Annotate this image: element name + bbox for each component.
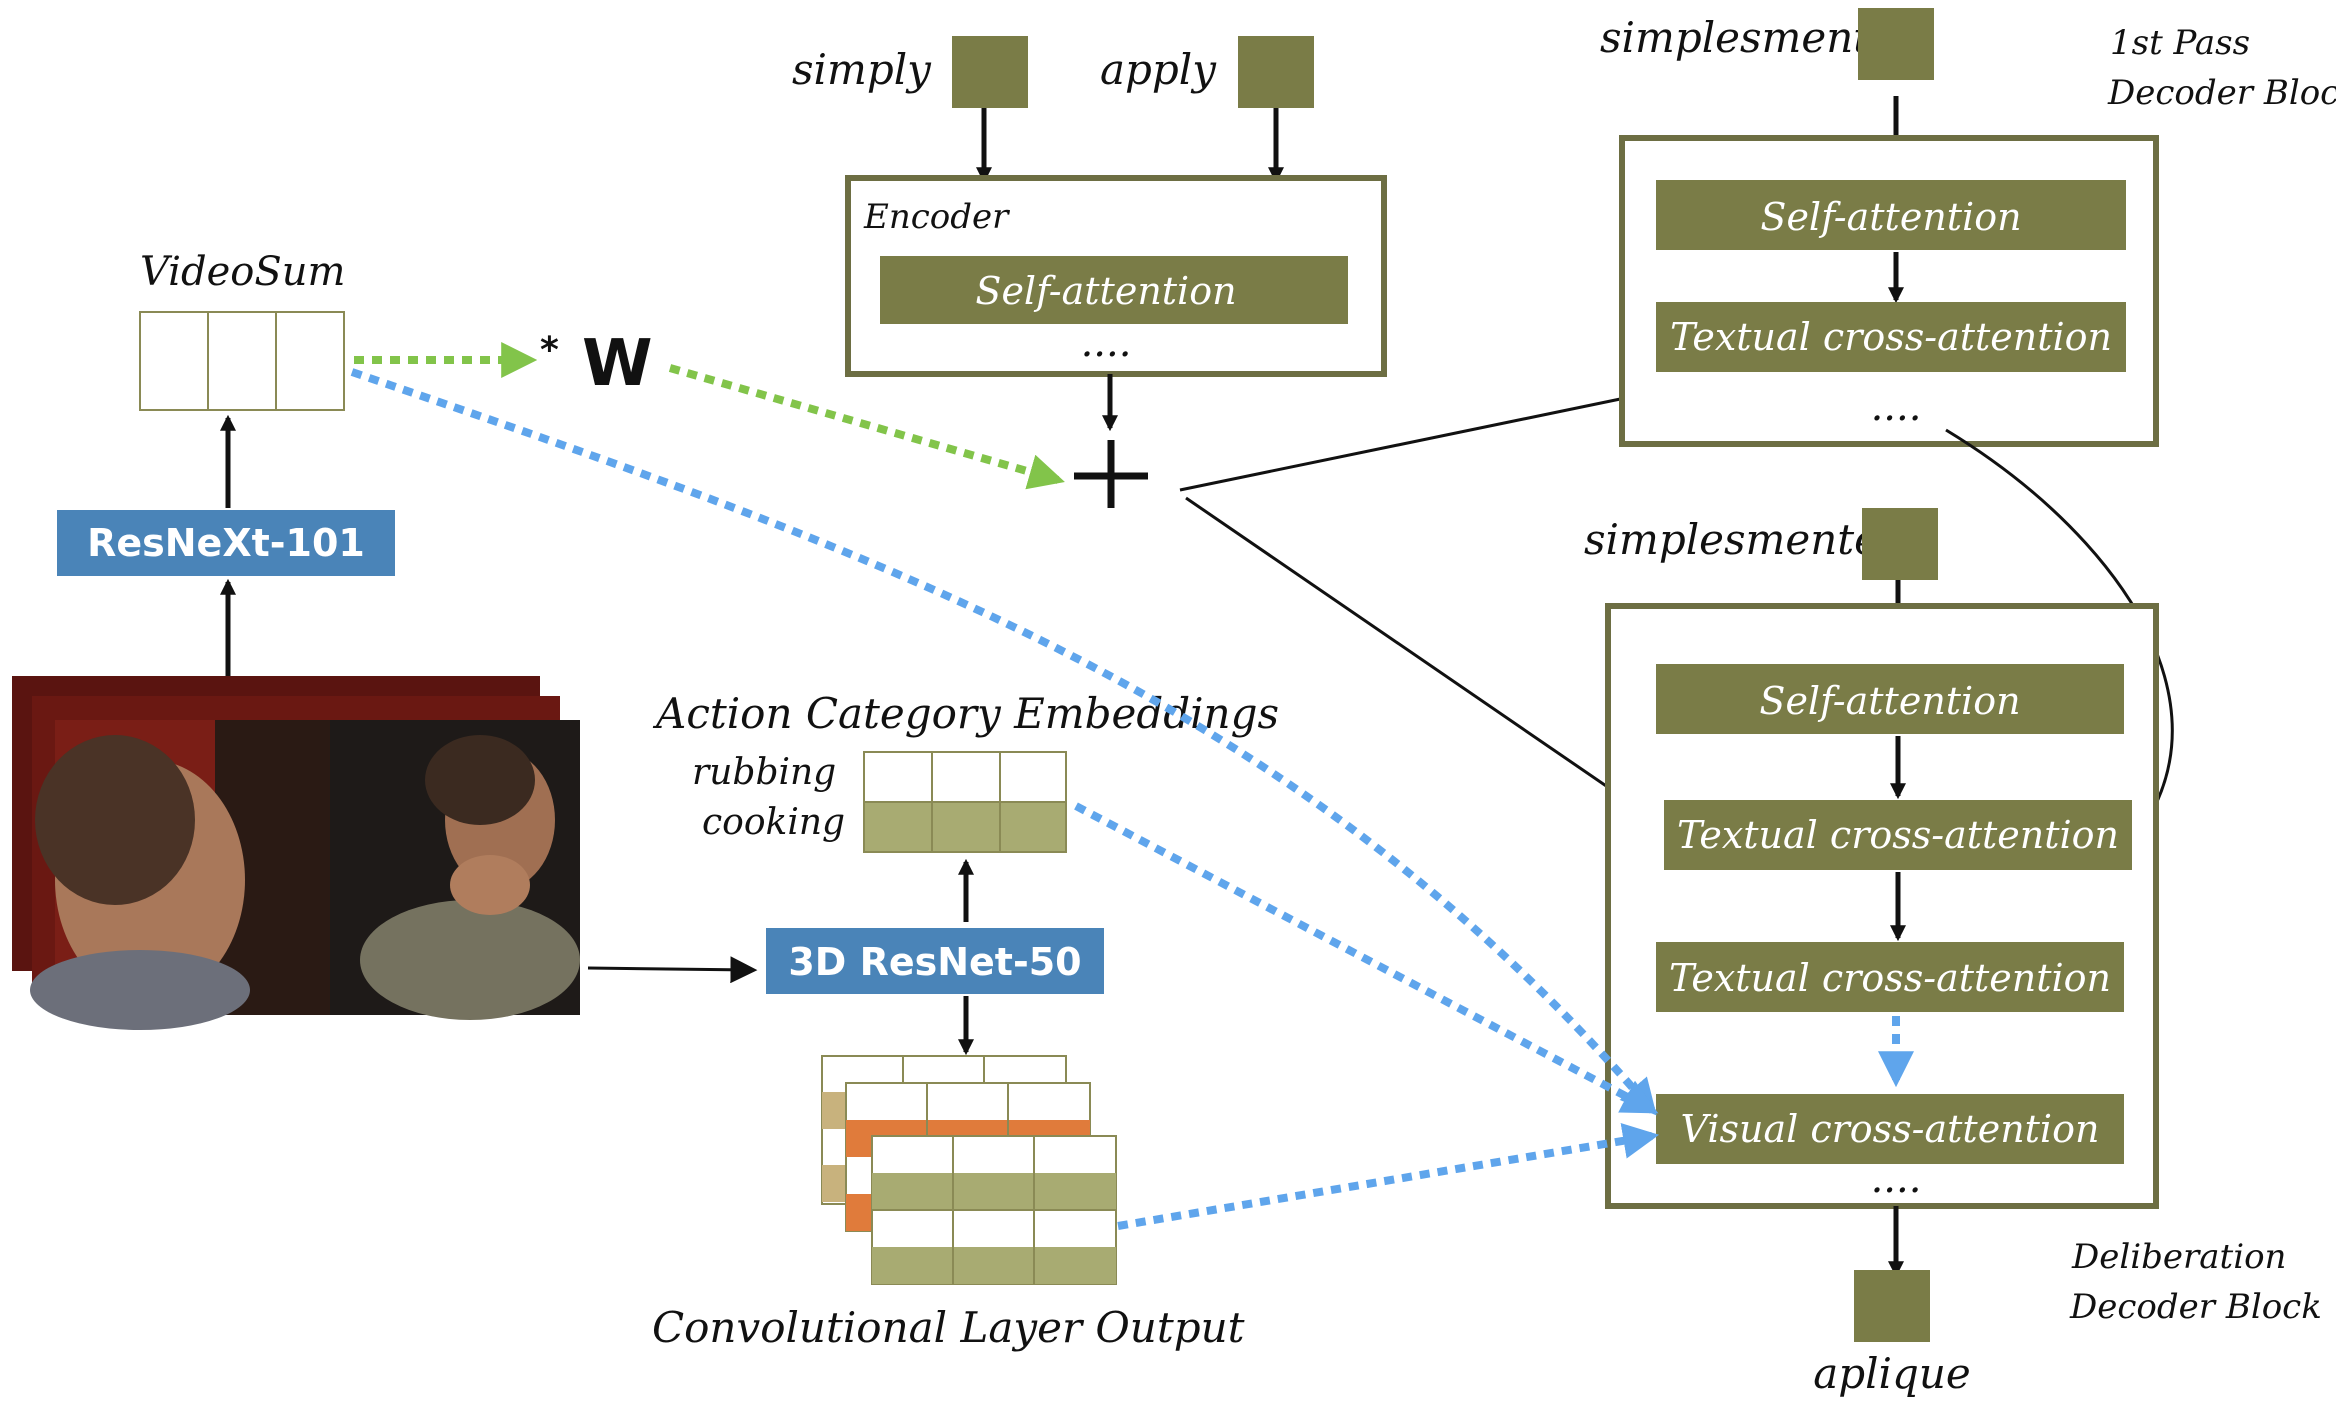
first-pass-title-line1: 1st Pass <box>2110 23 2250 63</box>
arrow-weight-to-plus <box>668 364 1065 490</box>
action-row2-label: cooking <box>702 802 845 843</box>
output-token <box>1854 1270 1930 1342</box>
arrow-videosum-to-visual <box>350 368 1657 1116</box>
input-apply: apply <box>1100 45 1217 94</box>
sum-plus-icon <box>1074 440 1148 508</box>
arrow-frames-to-resnet3d <box>587 956 758 984</box>
first-pass-textual-cross-label: Textual cross-attention <box>1670 315 2112 359</box>
resnet3d-box: 3D ResNet-50 <box>766 928 1104 994</box>
first-pass-prev-token-label: simplesment <box>1600 13 1870 62</box>
deliberation-decoder-block: Self-attention Textual cross-attention T… <box>1605 603 2159 1209</box>
deliberation-prev-token <box>1862 508 1938 580</box>
deliberation-textual-cross-attention-1 <box>1664 800 2132 870</box>
first-pass-dots: .... <box>1871 384 1922 430</box>
action-row1-label: rubbing <box>692 752 836 793</box>
resnext-box: ResNeXt-101 <box>57 510 395 576</box>
deliberation-textual-cross-2-label: Textual cross-attention <box>1669 956 2111 1000</box>
first-pass-prev-token <box>1858 8 1934 80</box>
input-simply: simply <box>792 45 932 94</box>
deliberation-visual-cross-attention <box>1656 1094 2124 1164</box>
resnext-label: ResNeXt-101 <box>87 521 365 565</box>
deliberation-prev-token-label: simplesmente <box>1584 515 1879 564</box>
encoder-label: Encoder <box>863 197 1010 237</box>
deliberation-title-line1: Deliberation <box>2071 1237 2286 1277</box>
input-apply-token <box>1238 36 1314 108</box>
conv-output-stack <box>821 1055 1117 1285</box>
first-pass-decoder-block: Self-attention Textual cross-attention .… <box>1619 135 2159 447</box>
deliberation-self-attention <box>1656 664 2124 734</box>
action-embedding-table <box>863 751 1067 853</box>
resnet3d-label: 3D ResNet-50 <box>788 940 1081 984</box>
action-title: Action Category Embeddings <box>652 689 1279 738</box>
output-token-label: aplique <box>1813 1349 1971 1398</box>
encoder-dots: .... <box>1081 320 1132 366</box>
first-pass-self-attention <box>1656 180 2126 250</box>
deliberation-self-attention-label: Self-attention <box>1759 679 2020 723</box>
arrow-plus-to-deliberation-cross <box>1185 496 1655 820</box>
deliberation-title-line2: Decoder Block <box>2069 1287 2322 1327</box>
weight-w: W <box>582 327 653 401</box>
first-pass-self-attention-label: Self-attention <box>1760 195 2021 239</box>
arrow-conv-to-visual <box>1117 1123 1660 1230</box>
first-pass-title-line2: Decoder Block <box>2107 73 2336 113</box>
input-simply-token <box>952 36 1028 108</box>
video-frame-front <box>30 720 580 1030</box>
videosum-label: VideoSum <box>140 249 345 295</box>
conv-label: Convolutional Layer Output <box>652 1303 1245 1352</box>
weight-star: * <box>540 330 559 371</box>
encoder-self-attention <box>880 256 1348 324</box>
deliberation-textual-cross-1-label: Textual cross-attention <box>1677 813 2119 857</box>
arrow-action-to-visual <box>1074 802 1659 1114</box>
deliberation-textual-cross-attention-2 <box>1656 942 2124 1012</box>
video-frames <box>12 676 580 1030</box>
deliberation-dots: .... <box>1871 1156 1922 1202</box>
deliberation-visual-cross-label: Visual cross-attention <box>1681 1107 2100 1151</box>
encoder-self-attention-label: Self-attention <box>975 269 1236 313</box>
first-pass-textual-cross-attention <box>1656 302 2126 372</box>
encoder-block: Encoder Self-attention .... <box>845 175 1387 377</box>
videosum-vector <box>139 311 345 411</box>
